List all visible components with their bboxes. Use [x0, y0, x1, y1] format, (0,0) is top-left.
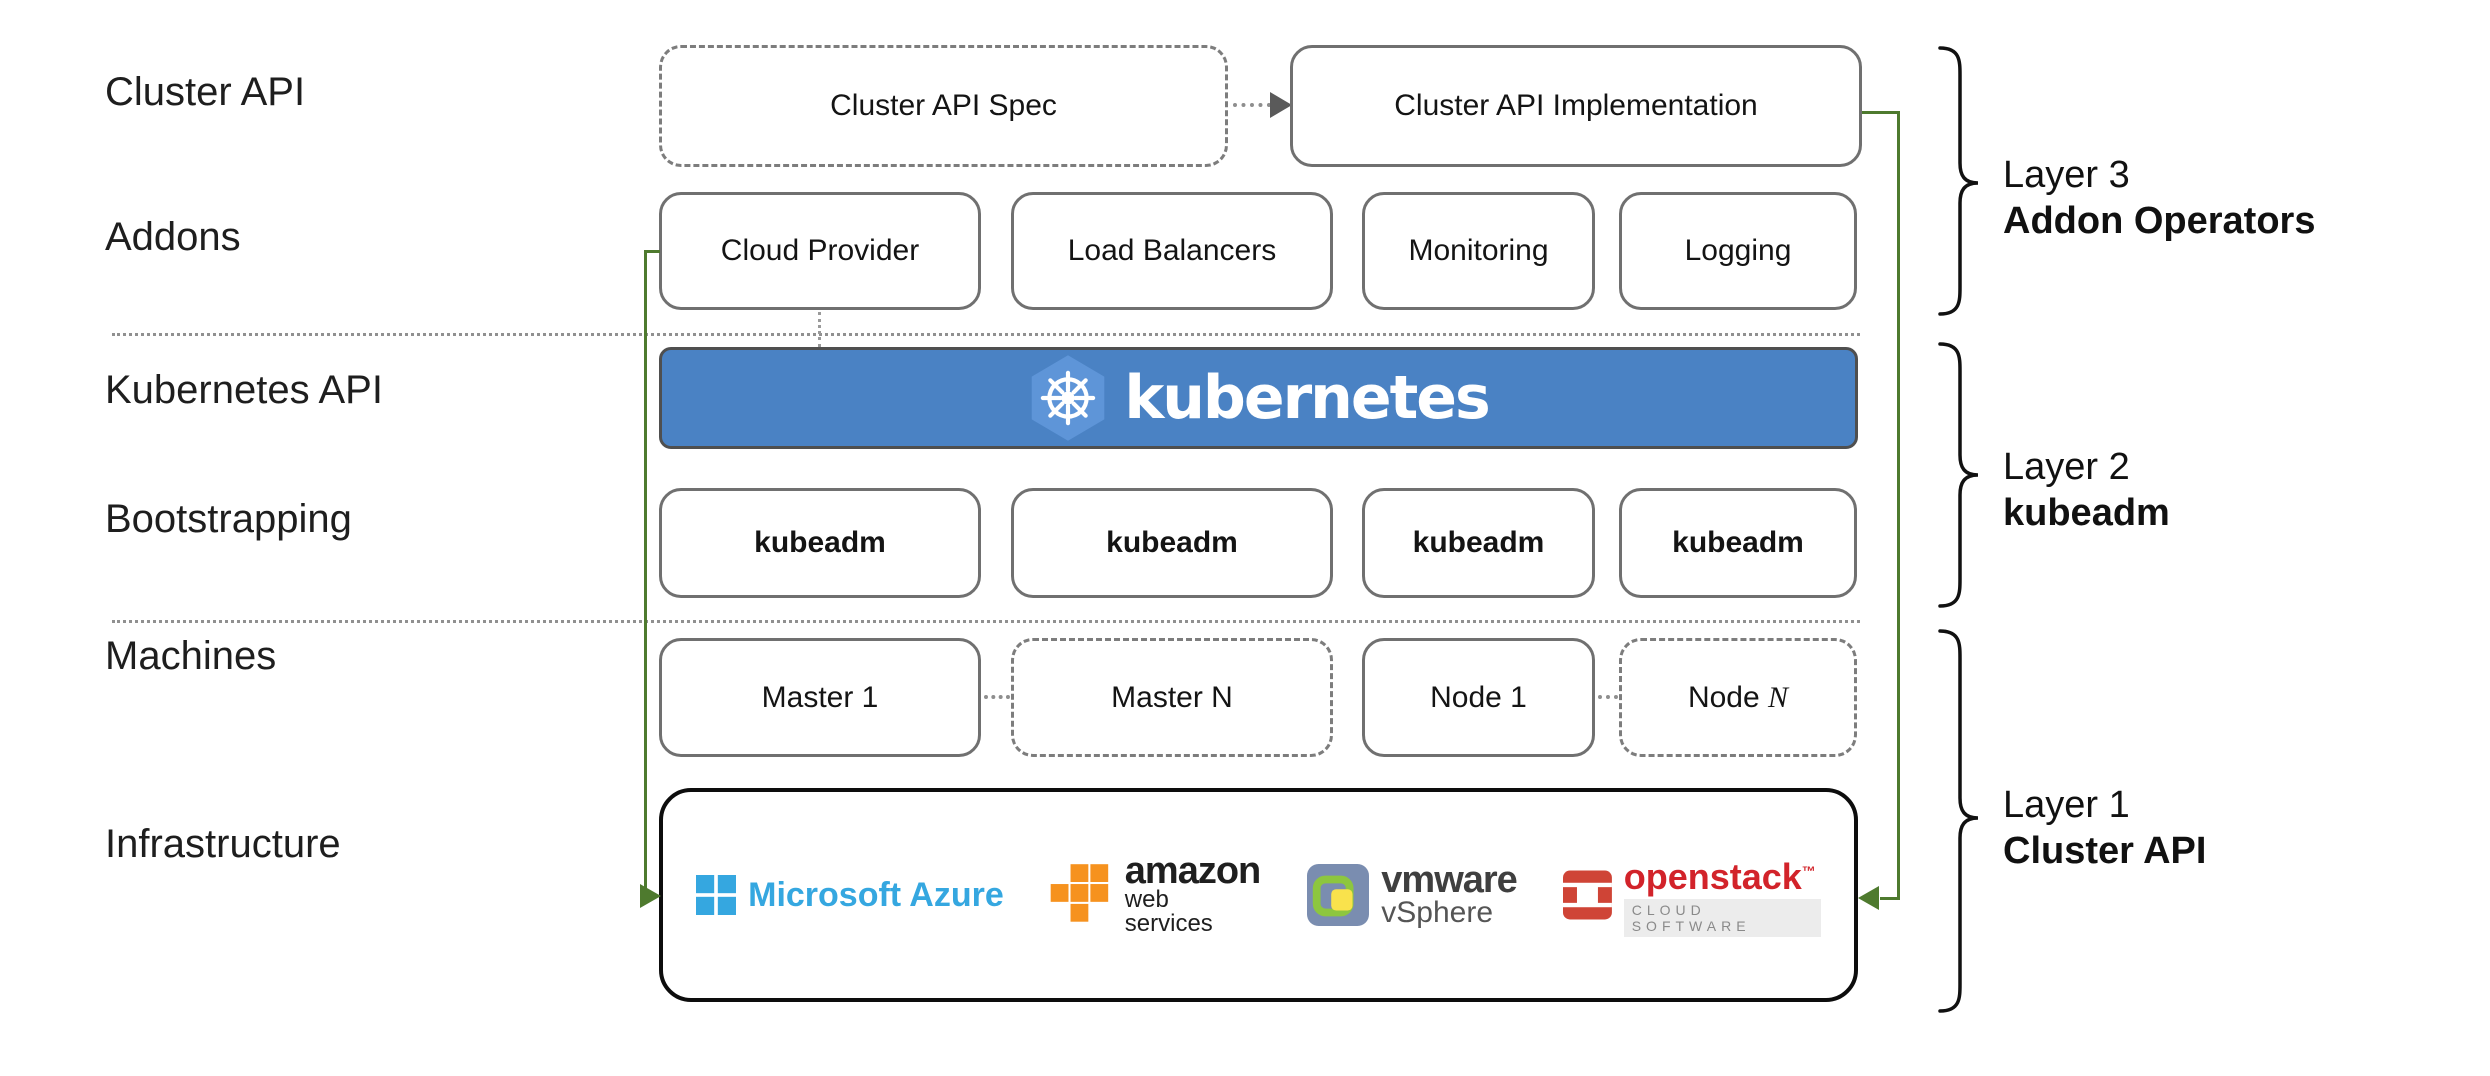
machine-box-master-n: Master N: [1011, 638, 1333, 757]
kubeadm-box-4: kubeadm: [1619, 488, 1857, 598]
layer-3-label: Layer 3 Addon Operators: [2003, 152, 2315, 244]
master-1-label: Master 1: [761, 680, 879, 714]
openstack-label: openstack™: [1623, 856, 1816, 897]
vmware-label: vmware: [1381, 859, 1518, 901]
kubeadm-box-2: kubeadm: [1011, 488, 1333, 598]
kubeadm-label: kubeadm: [1412, 526, 1545, 559]
green-line-right-stub: [1862, 111, 1900, 114]
kubeadm-box-3: kubeadm: [1362, 488, 1595, 598]
machine-box-node-n: Node N: [1619, 638, 1857, 757]
layer-2-title: Layer 2: [2003, 446, 2130, 488]
spec-to-impl-arrowhead-icon: [1270, 92, 1292, 118]
node1-to-nodeN-dotted-line: [1598, 695, 1618, 699]
green-line-right-vertical: [1897, 111, 1900, 900]
web-services-label: web services: [1124, 886, 1213, 937]
row-label-infrastructure: Infrastructure: [105, 822, 341, 866]
green-line-right-bottom-stub: [1880, 897, 1900, 900]
amazon-label: amazon: [1124, 850, 1261, 892]
vmware-vsphere-logo: vmware vSphere: [1307, 859, 1518, 929]
layer-1-subtitle: Cluster API: [2003, 830, 2207, 872]
addon-box-logging: Logging: [1619, 192, 1857, 310]
amazon-web-services-logo: amazon web services: [1050, 850, 1261, 937]
addon-box-monitoring: Monitoring: [1362, 192, 1595, 310]
cluster-api-spec-box: Cluster API Spec: [659, 45, 1228, 167]
green-line-left-stub: [644, 250, 660, 253]
node-1-label: Node 1: [1430, 680, 1527, 714]
node-n-label: Node N: [1687, 680, 1789, 714]
azure-label: Microsoft Azure: [748, 875, 1004, 914]
spec-to-impl-dotted-line: [1233, 103, 1271, 107]
kubeadm-label: kubeadm: [1672, 526, 1804, 559]
kubernetes-helm-icon: [1032, 355, 1105, 441]
kubeadm-label: kubeadm: [1106, 526, 1238, 559]
addon-box-load-balancers: Load Balancers: [1011, 192, 1333, 310]
vsphere-icon: [1307, 864, 1370, 926]
logging-label: Logging: [1684, 234, 1792, 267]
row-label-bootstrapping: Bootstrapping: [105, 497, 352, 541]
cloud-provider-to-kubernetes-dotted-line: [818, 312, 821, 347]
layer-2-label: Layer 2 kubeadm: [2003, 444, 2170, 536]
cloud-software-label: CLOUD SOFTWARE: [1623, 899, 1821, 937]
master1-to-masterN-dotted-line: [984, 695, 1010, 699]
layer-3-title: Layer 3: [2003, 154, 2130, 196]
green-arrowhead-into-infrastructure-left-icon: [640, 884, 661, 908]
separator-line-bottom: [112, 620, 1860, 623]
layer-1-brace: [1938, 629, 1979, 1013]
microsoft-azure-logo: Microsoft Azure: [696, 875, 1004, 915]
addon-box-cloud-provider: Cloud Provider: [659, 192, 981, 310]
row-label-addons: Addons: [105, 215, 241, 259]
layer-2-subtitle: kubeadm: [2003, 492, 2170, 534]
layer-1-title: Layer 1: [2003, 784, 2130, 826]
layer-3-brace: [1938, 46, 1979, 316]
row-label-cluster-api: Cluster API: [105, 70, 306, 114]
cluster-api-implementation-label: Cluster API Implementation: [1394, 89, 1758, 122]
cluster-api-implementation-box: Cluster API Implementation: [1290, 45, 1862, 167]
machine-box-master-1: Master 1: [659, 638, 981, 757]
monitoring-label: Monitoring: [1408, 234, 1549, 267]
kubernetes-banner: kubernetes: [659, 347, 1858, 449]
green-arrowhead-into-infrastructure-right-icon: [1858, 886, 1879, 910]
openstack-logo: openstack™ CLOUD SOFTWARE: [1562, 853, 1821, 937]
row-label-kubernetes-api: Kubernetes API: [105, 368, 383, 412]
cluster-api-spec-label: Cluster API Spec: [830, 89, 1057, 122]
master-n-label: Master N: [1111, 680, 1233, 714]
layer-2-brace: [1938, 342, 1979, 608]
infrastructure-box: Microsoft Azure amazon web services: [659, 788, 1858, 1002]
kubernetes-wordmark: kubernetes: [1124, 363, 1490, 433]
load-balancers-label: Load Balancers: [1067, 234, 1277, 267]
layer-3-subtitle: Addon Operators: [2003, 200, 2316, 242]
microsoft-flag-icon: [696, 875, 737, 915]
kubeadm-label: kubeadm: [754, 526, 886, 559]
green-line-left-vertical: [644, 250, 647, 898]
cloud-provider-label: Cloud Provider: [720, 234, 920, 267]
aws-cubes-icon: [1050, 864, 1108, 922]
separator-line-top: [112, 333, 1860, 336]
openstack-cube-icon: [1562, 870, 1612, 920]
layer-1-label: Layer 1 Cluster API: [2003, 782, 2206, 874]
kubeadm-box-1: kubeadm: [659, 488, 981, 598]
row-label-machines: Machines: [105, 634, 277, 678]
vsphere-label: vSphere: [1381, 896, 1494, 929]
machine-box-node-1: Node 1: [1362, 638, 1595, 757]
